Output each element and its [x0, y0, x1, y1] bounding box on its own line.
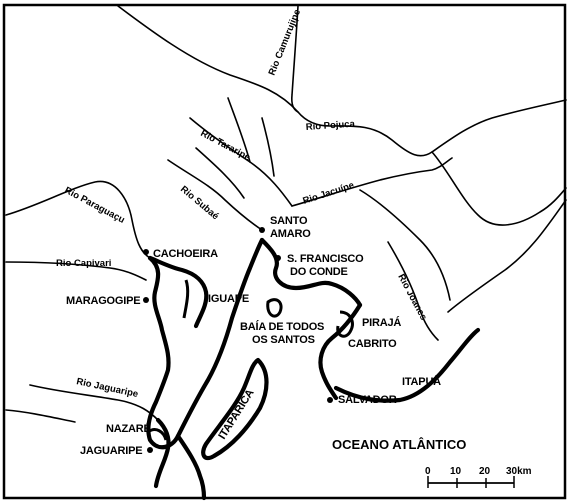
river-paraguacu [5, 180, 151, 259]
scale-label-0: 0 [425, 466, 431, 477]
river-northeast-branch [447, 199, 567, 313]
iguape-inlet [147, 255, 209, 329]
river-capivari [5, 261, 147, 281]
river-label-paraguacu: Rio Paraguaçu [63, 185, 127, 226]
label-sao-francisco-1: S. FRANCISCO [287, 253, 364, 265]
river-camurujipe [117, 5, 433, 157]
iguape-inlet-2 [182, 279, 190, 319]
scale-label-10: 10 [450, 466, 462, 477]
label-itaparica: ITAPARICA [216, 387, 256, 441]
label-bay-2: OS SANTOS [252, 334, 315, 346]
river-pojuca-tail [431, 151, 567, 226]
river-label-subae: Rio Subaé [178, 184, 221, 222]
label-santo-amaro-2: AMARO [270, 228, 311, 240]
marker-santo-amaro [259, 227, 265, 233]
label-nazare: NAZARÉ [106, 422, 151, 435]
marker-salvador [327, 397, 333, 403]
river-jacuipe [291, 157, 453, 207]
river-subae [167, 159, 263, 231]
label-piraja: PIRAJÁ [362, 316, 401, 329]
bay-west-shore [146, 237, 265, 450]
atlantic-coast [333, 327, 481, 403]
label-bay-1: BAÍA DE TODOS [240, 320, 324, 333]
south-coast-2 [175, 433, 207, 501]
map-border [2, 3, 567, 500]
rivers [5, 5, 567, 423]
jaguaripe-estuary [147, 428, 168, 441]
bay-east-shore [318, 302, 363, 401]
label-sao-francisco-2: DO CONDE [290, 266, 348, 278]
river-label-capivari: Rio Capivari [56, 258, 111, 269]
marker-jaguaripe [147, 447, 153, 453]
marker-sao-francisco [275, 255, 281, 261]
south-coast [153, 417, 171, 489]
label-jaguaripe: JAGUARIPE [80, 445, 142, 457]
river-label-jaguaripe: Rio Jaguaripe [75, 376, 139, 400]
marker-maragogipe [143, 297, 149, 303]
river-label-pojuca: Rio Pojuca [305, 119, 355, 133]
river-pojuca-east [431, 99, 567, 153]
river-label-camurujipe: Rio Camurujipe [267, 8, 303, 77]
bay-islet [266, 298, 283, 318]
label-maragogipe: MARAGOGIPE [66, 295, 140, 307]
label-salvador: SALVADOR [338, 394, 397, 406]
river-label-joanes: Rio Joanes [395, 272, 429, 322]
coastline [146, 237, 481, 501]
label-itapua: ITAPUÃ [402, 375, 441, 388]
label-cabrito: CABRITO [348, 338, 397, 350]
ocean-label: OCEANO ATLÂNTICO [332, 437, 466, 452]
label-iguape: IGUAPE [208, 293, 249, 305]
river-jaguaripe [29, 384, 159, 421]
scale-bar: 0 10 20 30km [425, 466, 532, 488]
label-santo-amaro-1: SANTO [270, 215, 308, 227]
marker-cachoeira [143, 249, 149, 255]
town-markers [143, 227, 333, 453]
cabrito-inlet [336, 310, 354, 338]
river-tararipe-branch [227, 97, 251, 163]
river-subae-2 [195, 147, 245, 199]
river-tararipe-branch2 [261, 117, 275, 177]
river-joanes [387, 241, 439, 341]
river-jacuipe-south [359, 189, 451, 301]
river-camurujipe-upper [291, 5, 299, 113]
scale-label-20: 20 [479, 466, 491, 477]
scale-label-30: 30km [506, 466, 532, 477]
river-jaguaripe-w [5, 409, 76, 423]
itaparica-island [201, 357, 269, 461]
label-cachoeira: CACHOEIRA [153, 248, 218, 260]
river-label-jacuipe: Rio Jacuípe [302, 180, 356, 207]
